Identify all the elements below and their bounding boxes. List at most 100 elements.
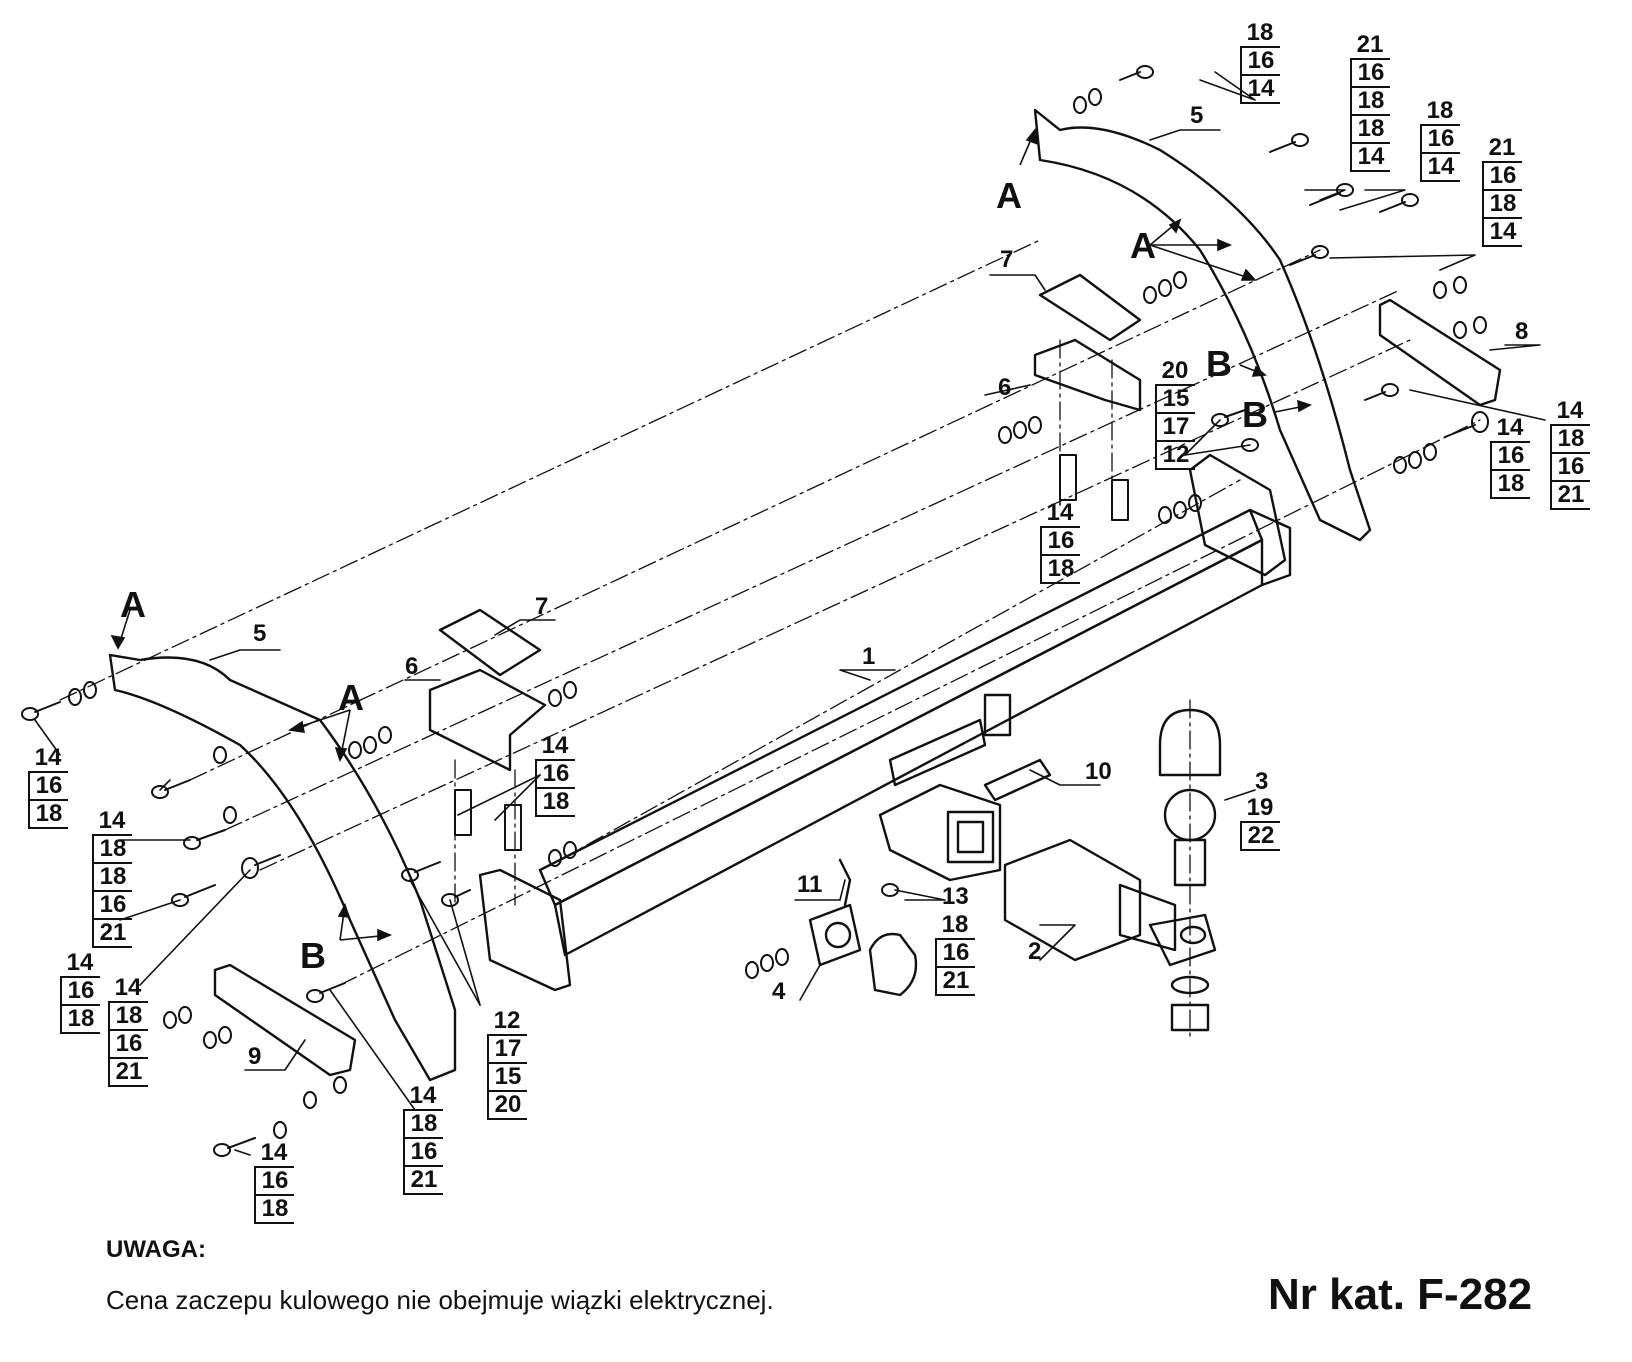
ref-value: 17 (1155, 414, 1195, 442)
ref-value: 18 (1490, 471, 1530, 499)
part-label-6-left: 6 (405, 653, 419, 680)
ref-value: 18 (28, 801, 68, 829)
ref-value: 18 (1240, 20, 1280, 48)
note-heading: UWAGA: (106, 1236, 206, 1263)
right-end-plate (1188, 453, 1287, 577)
ref-stack: 14 16 18 (60, 950, 100, 1034)
ref-value: 18 (1482, 191, 1522, 219)
ref-stack: 18 16 21 (935, 912, 975, 996)
ref-value: 16 (28, 773, 68, 801)
right-strap (1378, 298, 1502, 407)
ref-value: 21 (403, 1167, 443, 1195)
ref-value: 14 (1040, 500, 1080, 528)
ref-value: 14 (108, 975, 148, 1003)
ref-value: 22 (1240, 823, 1280, 851)
ref-stack: 14 16 18 (535, 733, 575, 817)
ref-value: 16 (935, 940, 975, 968)
ref-value: 16 (1482, 163, 1522, 191)
part-label-9: 9 (248, 1043, 262, 1070)
left-side-bracket (108, 653, 457, 1082)
right-plate-6 (1033, 338, 1142, 412)
ref-value: 19 (1240, 795, 1280, 823)
ref-value: 18 (92, 864, 132, 892)
ref-value: 16 (1240, 48, 1280, 76)
ref-value: 18 (535, 789, 575, 817)
catalog-number: Nr kat. F-282 (1268, 1270, 1533, 1319)
part-label-7-right: 7 (1000, 246, 1014, 273)
ref-stack: 20 15 17 12 (1155, 358, 1195, 470)
part-label-2: 2 (1028, 938, 1042, 965)
marker-a-left-mid: A (338, 677, 364, 718)
marker-b-left: B (300, 935, 326, 976)
note-body: Cena zaczepu kulowego nie obejmuje wiązk… (106, 1285, 774, 1315)
ref-value: 14 (60, 950, 100, 978)
ref-value: 21 (92, 920, 132, 948)
ref-stack: 14 16 18 (1040, 500, 1080, 584)
ref-value: 14 (1490, 415, 1530, 443)
part-label-4: 4 (772, 978, 786, 1005)
part-label-10: 10 (1085, 758, 1112, 785)
ref-value: 18 (1350, 116, 1390, 144)
ref-value: 18 (935, 912, 975, 940)
ref-value: 14 (535, 733, 575, 761)
ref-value: 15 (487, 1064, 527, 1092)
hitch-pin (983, 758, 1052, 802)
ref-value: 20 (1155, 358, 1195, 386)
ref-value: 16 (1550, 454, 1590, 482)
ref-value: 14 (28, 745, 68, 773)
ref-stack: 19 22 (1240, 795, 1280, 851)
assembly-axes (59, 239, 1481, 1041)
ref-stack: 14 18 18 16 21 (92, 808, 132, 948)
ref-value: 14 (1240, 76, 1280, 104)
ref-value: 14 (1420, 154, 1460, 182)
marker-b-right-bottom: B (1242, 394, 1268, 435)
left-strap (213, 963, 357, 1077)
part-label-5-left: 5 (253, 620, 267, 647)
part-label-1: 1 (862, 643, 876, 670)
left-end-plate (478, 868, 572, 992)
ref-value: 15 (1155, 386, 1195, 414)
left-plate-7 (438, 608, 542, 677)
ref-value: 17 (487, 1036, 527, 1064)
ref-stack: 14 18 16 21 (403, 1083, 443, 1195)
part-label-11: 11 (797, 871, 823, 898)
right-plate-7 (1038, 273, 1142, 342)
ref-value: 18 (403, 1111, 443, 1139)
fasteners (21, 65, 1489, 1157)
marker-arrows (110, 128, 1312, 942)
ref-value: 16 (1040, 528, 1080, 556)
ref-value: 16 (60, 978, 100, 1006)
part-label-5-right: 5 (1190, 102, 1204, 129)
ref-value: 16 (1420, 126, 1460, 154)
ref-value: 18 (1550, 426, 1590, 454)
ref-stack: 21 16 18 18 14 (1350, 32, 1390, 172)
ref-value: 21 (1550, 482, 1590, 510)
ref-value: 14 (92, 808, 132, 836)
ref-value: 18 (60, 1006, 100, 1034)
part-label-6-right: 6 (998, 374, 1012, 401)
leader-lines (34, 71, 1546, 1156)
ref-value: 21 (1350, 32, 1390, 60)
ref-value: 21 (935, 968, 975, 996)
ref-stack: 14 16 18 (254, 1140, 294, 1224)
ref-stack: 18 16 14 (1240, 20, 1280, 104)
ref-value: 16 (108, 1031, 148, 1059)
ref-value: 12 (487, 1008, 527, 1036)
marker-a-left-top: A (120, 584, 146, 625)
ref-value: 18 (92, 836, 132, 864)
ref-value: 18 (108, 1003, 148, 1031)
main-crossbar (538, 508, 1292, 957)
ref-value: 20 (487, 1092, 527, 1120)
ref-value: 18 (1350, 88, 1390, 116)
ref-value: 16 (1490, 443, 1530, 471)
receiver-block (878, 693, 1012, 882)
ref-value: 21 (108, 1059, 148, 1087)
marker-b-right-top: B (1206, 343, 1232, 384)
ref-value: 16 (535, 761, 575, 789)
ref-stack: 12 17 15 20 (487, 1008, 527, 1120)
ref-value: 14 (403, 1083, 443, 1111)
ref-value: 18 (254, 1196, 294, 1224)
ref-value: 12 (1155, 442, 1195, 470)
ref-value: 14 (1350, 144, 1390, 172)
